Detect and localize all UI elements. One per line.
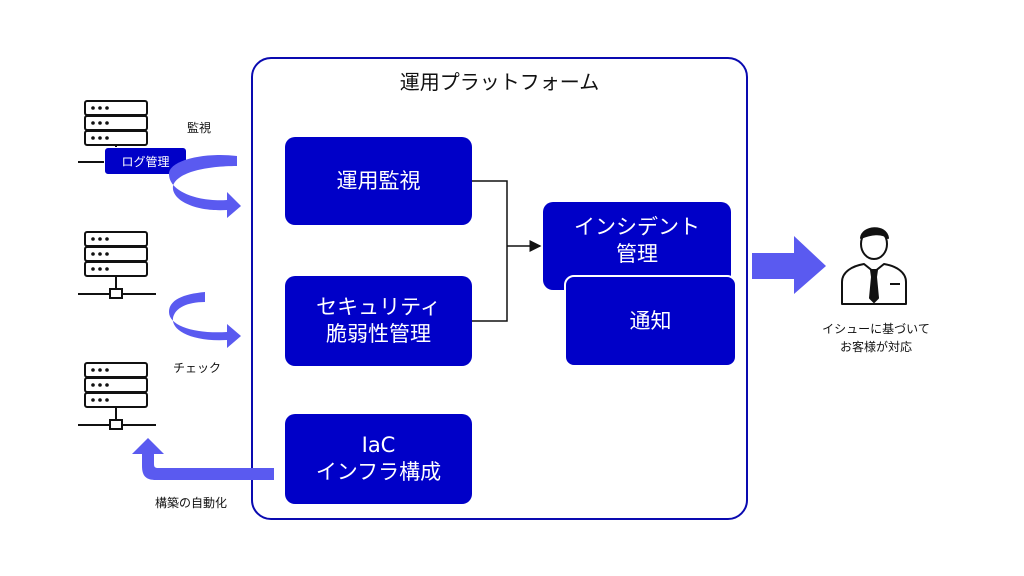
customer-label: イシューに基づいて お客様が対応 [822, 322, 930, 354]
box-monitoring: 運用監視 [285, 137, 472, 225]
box-security-label: セキュリティ 脆弱性管理 [316, 295, 441, 346]
server-icon [78, 362, 156, 430]
box-monitoring-label: 運用監視 [336, 168, 421, 193]
check-arrow-icon [169, 292, 241, 348]
monitor-label: 監視 [187, 121, 212, 135]
box-iac-label: IaC インフラ構成 [315, 433, 442, 484]
check-label: チェック [173, 361, 222, 375]
auto-build-arrow-icon [132, 438, 274, 480]
box-notify-label: 通知 [629, 308, 672, 333]
box-iac: IaC インフラ構成 [285, 414, 472, 504]
monitor-arrow-icon [169, 154, 241, 218]
auto-build-label: 構築の自動化 [155, 496, 228, 510]
box-incident-label: インシデント 管理 [574, 215, 700, 266]
server-icon [78, 231, 156, 299]
connector-security [472, 246, 508, 322]
customer-person-icon [841, 227, 907, 305]
box-security: セキュリティ 脆弱性管理 [285, 276, 472, 366]
box-notify: 通知 [564, 275, 737, 367]
platform-title: 運用プラットフォーム [399, 70, 600, 94]
output-arrow-icon [752, 236, 826, 294]
connector-monitoring [472, 180, 508, 246]
